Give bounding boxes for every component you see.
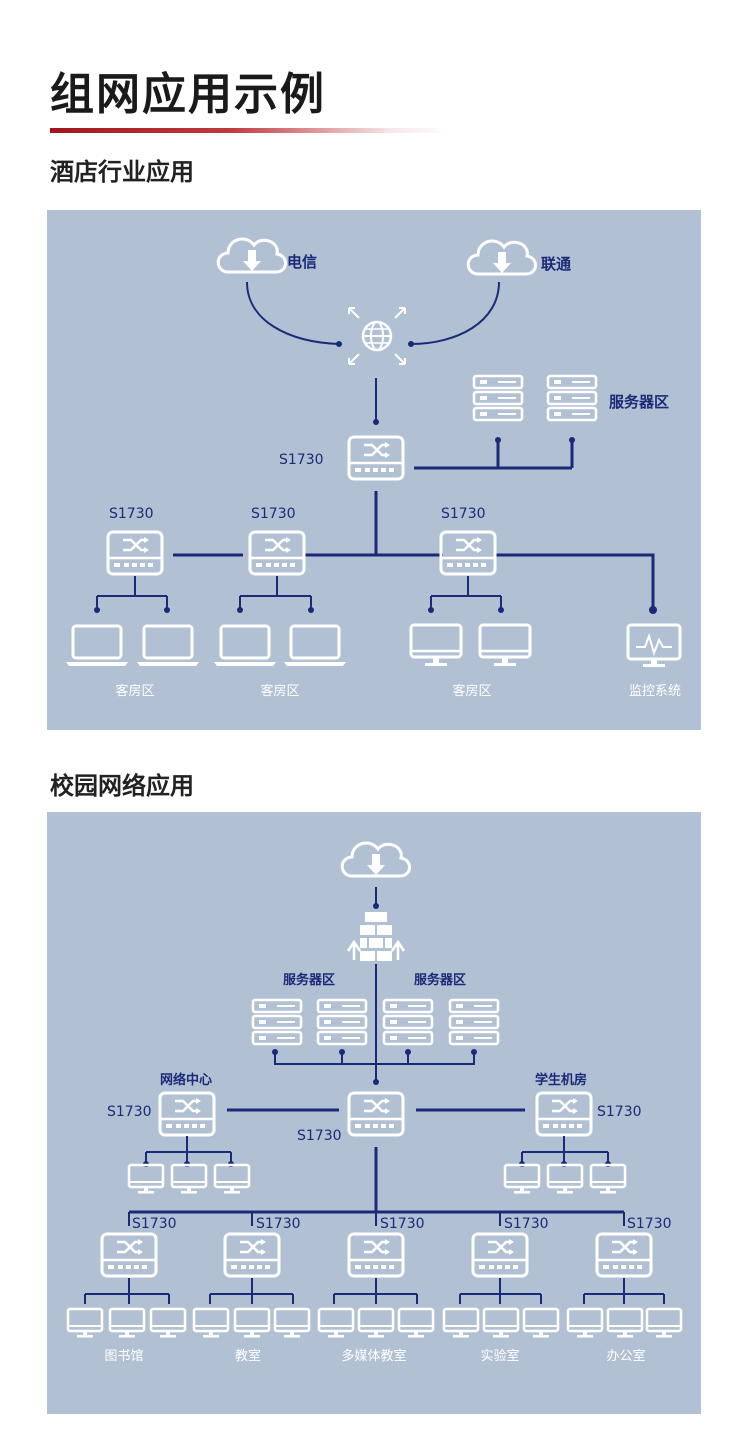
hotel-diagram: 电信 联通 服务器区 S1730 S1730 S1730 S1730 — [64, 237, 682, 699]
server-area-label-left: 服务器区 — [283, 972, 335, 988]
pc-icon-library-3 — [149, 1307, 187, 1339]
access-switch-label-3: S1730 — [441, 506, 486, 522]
area-label-multimedia: 多媒体教室 — [341, 1348, 406, 1364]
pc-icon-lab-room-1 — [442, 1307, 480, 1339]
laptop-icon-1 — [64, 624, 130, 668]
isp-label-telecom: 电信 — [287, 253, 317, 271]
cloud-icon-internet — [340, 841, 412, 878]
laptop-icon-3 — [212, 624, 278, 668]
access-drops — [84, 1278, 665, 1304]
globe-icon — [348, 307, 406, 365]
switch-icon-laboratory — [471, 1232, 529, 1278]
student-lab-switch-label: S1730 — [597, 1104, 642, 1120]
laptop-icon-2 — [135, 624, 201, 668]
access-switch-label-c: S1730 — [380, 1216, 425, 1232]
switch-icon-access-3 — [439, 530, 497, 576]
server-icon-b — [316, 998, 368, 1046]
pc-icon-classroom-1 — [192, 1307, 230, 1339]
area-label-library: 图书馆 — [104, 1349, 143, 1364]
switch-icon-library — [100, 1232, 158, 1278]
access-switch-label-2: S1730 — [251, 506, 296, 522]
link-telecom — [246, 281, 340, 345]
room-area-label-2: 客房区 — [260, 683, 299, 699]
server-icon-c — [382, 998, 434, 1046]
pc-icon-lab-room-2 — [482, 1307, 520, 1339]
pc-icon-library-2 — [108, 1307, 146, 1339]
server-area-label: 服务器区 — [609, 393, 669, 411]
pc-icon-classroom-3 — [273, 1307, 311, 1339]
pc-icon-nc-2 — [170, 1163, 208, 1195]
network-center-label: 网络中心 — [160, 1072, 212, 1088]
room-area-label-3: 客房区 — [452, 683, 491, 699]
switch-icon-office — [595, 1232, 653, 1278]
pc-icon-classroom-2 — [233, 1307, 271, 1339]
pc-icon-office-1 — [566, 1307, 604, 1339]
pc-icon-office-3 — [645, 1307, 683, 1339]
network-center-switch-label: S1730 — [107, 1104, 152, 1120]
access-switch-label-d: S1730 — [504, 1216, 549, 1232]
pc-icon-nc-3 — [213, 1163, 251, 1195]
monitor-icon-2 — [478, 623, 532, 668]
hotel-diagram-panel: 电信 联通 服务器区 S1730 S1730 S1730 S1730 — [47, 210, 701, 730]
isp-label-unicom: 联通 — [541, 255, 571, 273]
room-area-label-1: 客房区 — [115, 683, 154, 699]
section-title-campus: 校园网络应用 — [50, 772, 194, 800]
pc-icon-multimedia-2 — [357, 1307, 395, 1339]
pc-icon-library-1 — [66, 1307, 104, 1339]
access-switch-label-b: S1730 — [256, 1216, 301, 1232]
pc-icon-lab-1 — [503, 1163, 541, 1195]
cloud-icon-telecom — [216, 237, 288, 274]
area-label-office: 办公室 — [606, 1348, 645, 1364]
server-icon-d — [448, 998, 500, 1046]
pc-icon-lab-2 — [546, 1163, 584, 1195]
switch-icon-student-lab — [535, 1091, 593, 1137]
campus-core-switch-label: S1730 — [297, 1128, 342, 1144]
pc-icon-lab-3 — [589, 1163, 627, 1195]
laptop-icon-4 — [282, 624, 348, 668]
firewall-icon — [346, 912, 406, 961]
student-lab-label: 学生机房 — [535, 1072, 587, 1088]
title-underline — [50, 128, 450, 133]
access-switch-label-e: S1730 — [627, 1216, 672, 1232]
core-switch-label: S1730 — [279, 452, 324, 468]
switch-icon-core — [347, 435, 405, 481]
pc-icon-nc-1 — [127, 1163, 165, 1195]
switch-icon-network-center — [158, 1091, 216, 1137]
access-switch-label-a: S1730 — [132, 1216, 177, 1232]
switch-icon-campus-core — [347, 1091, 405, 1137]
server-icon-2 — [546, 374, 598, 422]
pc-icon-multimedia-3 — [397, 1307, 435, 1339]
campus-diagram-panel: 服务器区 服务器区 S1730 网络中心 S1730 学生机房 S1730 S1… — [47, 812, 701, 1414]
pc-icon-multimedia-1 — [317, 1307, 355, 1339]
switch-icon-multimedia — [347, 1232, 405, 1278]
pc-icon-office-2 — [606, 1307, 644, 1339]
pc-icon-lab-room-3 — [522, 1307, 560, 1339]
campus-diagram: 服务器区 服务器区 S1730 网络中心 S1730 学生机房 S1730 S1… — [66, 841, 683, 1364]
monitor-system-label: 监控系统 — [629, 684, 681, 699]
area-label-laboratory: 实验室 — [480, 1348, 519, 1364]
monitor-icon-1 — [409, 623, 463, 668]
page-title: 组网应用示例 — [50, 69, 326, 120]
section-title-hotel: 酒店行业应用 — [50, 158, 194, 186]
link-unicom — [410, 281, 500, 345]
switch-icon-classroom — [223, 1232, 281, 1278]
server-icon-1 — [472, 374, 524, 422]
cloud-icon-unicom — [466, 239, 538, 276]
access-switch-label-1: S1730 — [109, 506, 154, 522]
switch-icon-access-1 — [106, 530, 164, 576]
area-label-classroom: 教室 — [235, 1348, 261, 1364]
monitoring-screen-icon — [626, 623, 682, 667]
switch-icon-access-2 — [248, 530, 306, 576]
server-area-label-right: 服务器区 — [414, 972, 466, 988]
server-icon-a — [251, 998, 303, 1046]
